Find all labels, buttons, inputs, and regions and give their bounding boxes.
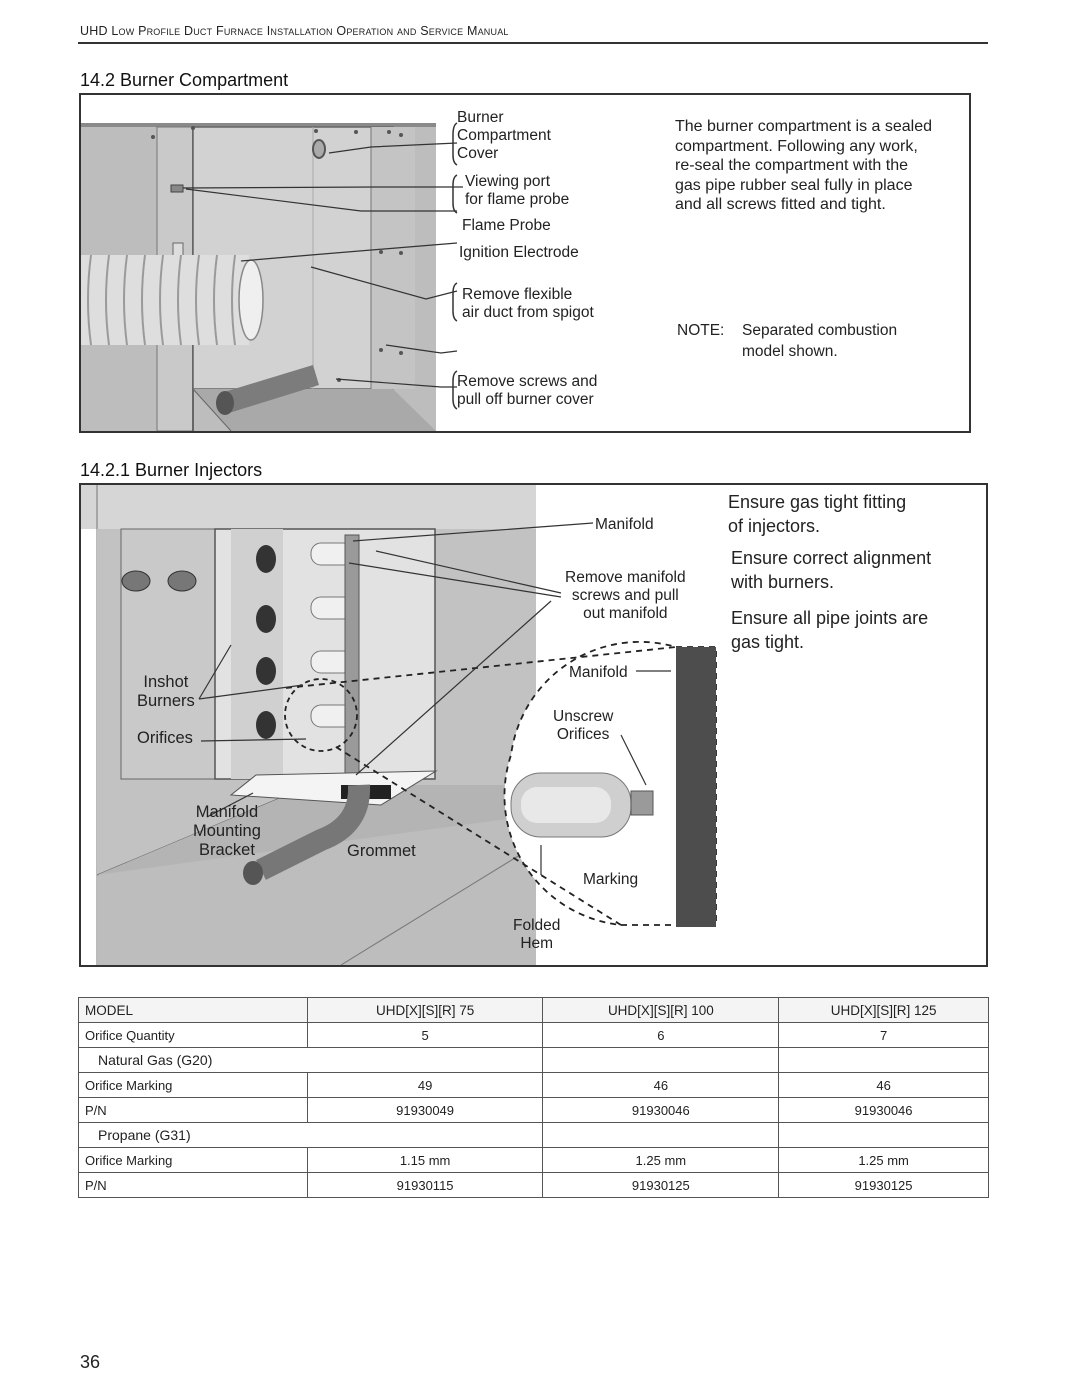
table-cell: 1.25 mm	[542, 1147, 780, 1173]
header-rule	[78, 42, 988, 44]
burner-compartment-figure: Burner Compartment Cover Viewing port fo…	[79, 93, 971, 433]
ignition-electrode-label: Ignition Electrode	[459, 244, 579, 261]
burner-compartment-cover-label: Burner Compartment Cover	[457, 109, 551, 162]
table-section-row: Natural Gas (G20)	[77, 1047, 989, 1073]
burner-injectors-figure: Manifold Remove manifold screws and pull…	[79, 483, 988, 967]
note-label: NOTE:	[677, 322, 725, 339]
unscrew-orifices-label: Unscrew Orifices	[553, 708, 614, 743]
marking-label: Marking	[583, 871, 639, 888]
burner-injectors-illustration	[81, 485, 717, 965]
burner-compartment-description: The burner compartment is a sealed compa…	[675, 118, 933, 213]
manifold-mounting-bracket-label: Manifold Mounting Bracket	[193, 803, 261, 859]
table-cell: 91930125	[542, 1172, 780, 1198]
table-cell: 5	[306, 1022, 544, 1048]
table-cell: 1.15 mm	[306, 1147, 544, 1173]
table-cell: 6	[542, 1022, 780, 1048]
table-section-row: Propane (G31)	[77, 1122, 989, 1148]
remove-flexible-duct-label: Remove flexible air duct from spigot	[462, 286, 594, 321]
table-cell: 1.25 mm	[778, 1147, 989, 1173]
table-header-cell: UHD[X][S][R] 75	[306, 997, 544, 1023]
table-cell: 91930125	[778, 1172, 989, 1198]
table-cell: 91930046	[542, 1097, 780, 1123]
table-cell	[542, 1122, 780, 1148]
remove-manifold-label: Remove manifold screws and pull out mani…	[565, 569, 686, 622]
folded-hem-label: Folded Hem	[513, 917, 561, 952]
remove-screws-label: Remove screws and pull off burner cover	[457, 373, 598, 408]
table-cell: 7	[778, 1022, 989, 1048]
manual-header: UHD Low Profile Duct Furnace Installatio…	[80, 24, 509, 38]
section-heading-burner-compartment: 14.2 Burner Compartment	[80, 70, 289, 90]
orifice-spec-table: MODEL UHD[X][S][R] 75 UHD[X][S][R] 100 U…	[77, 997, 989, 1198]
table-header-cell: MODEL	[78, 997, 308, 1023]
viewing-port-label: Viewing port for flame probe	[465, 173, 570, 208]
table-cell: 46	[542, 1072, 780, 1098]
table-row: P/N 91930115 91930125 91930125	[78, 1172, 989, 1198]
table-cell: Orifice Quantity	[78, 1022, 308, 1048]
table-row: Orifice Marking 49 46 46	[78, 1072, 989, 1098]
instruction-alignment: Ensure correct alignment with burners.	[731, 548, 932, 592]
table-cell: P/N	[78, 1172, 308, 1198]
natural-gas-section-title: Natural Gas (G20)	[77, 1047, 544, 1073]
table-row: Orifice Quantity 5 6 7	[78, 1022, 989, 1048]
table-cell	[778, 1122, 989, 1148]
table-header-cell: UHD[X][S][R] 100	[542, 997, 780, 1023]
burner-compartment-illustration	[81, 122, 463, 431]
flame-probe-label: Flame Probe	[462, 217, 551, 234]
note-text: Separated combustion model shown.	[742, 322, 898, 360]
propane-section-title: Propane (G31)	[77, 1122, 544, 1148]
table-row: Orifice Marking 1.15 mm 1.25 mm 1.25 mm	[78, 1147, 989, 1173]
instruction-pipe-joints: Ensure all pipe joints are gas tight.	[731, 608, 929, 652]
table-cell: 91930049	[306, 1097, 544, 1123]
table-header-cell: UHD[X][S][R] 125	[778, 997, 989, 1023]
table-cell	[542, 1047, 780, 1073]
table-cell: 91930115	[306, 1172, 544, 1198]
table-cell: P/N	[78, 1097, 308, 1123]
inshot-burners-label: Inshot Burners	[137, 673, 195, 710]
table-cell: 46	[778, 1072, 989, 1098]
table-row: P/N 91930049 91930046 91930046	[78, 1097, 989, 1123]
orifices-label: Orifices	[137, 729, 193, 747]
table-cell: 49	[306, 1072, 544, 1098]
grommet-label: Grommet	[347, 842, 416, 860]
manifold-label-detail: Manifold	[569, 664, 628, 681]
table-header-row: MODEL UHD[X][S][R] 75 UHD[X][S][R] 100 U…	[78, 997, 989, 1023]
table-cell: 91930046	[778, 1097, 989, 1123]
table-cell: Orifice Marking	[78, 1072, 308, 1098]
table-cell	[778, 1047, 989, 1073]
instruction-gas-tight-fitting: Ensure gas tight fitting of injectors.	[728, 492, 907, 536]
table-cell: Orifice Marking	[78, 1147, 308, 1173]
manifold-label-top: Manifold	[595, 516, 654, 533]
page-number: 36	[80, 1352, 101, 1372]
section-heading-burner-injectors: 14.2.1 Burner Injectors	[80, 460, 263, 480]
